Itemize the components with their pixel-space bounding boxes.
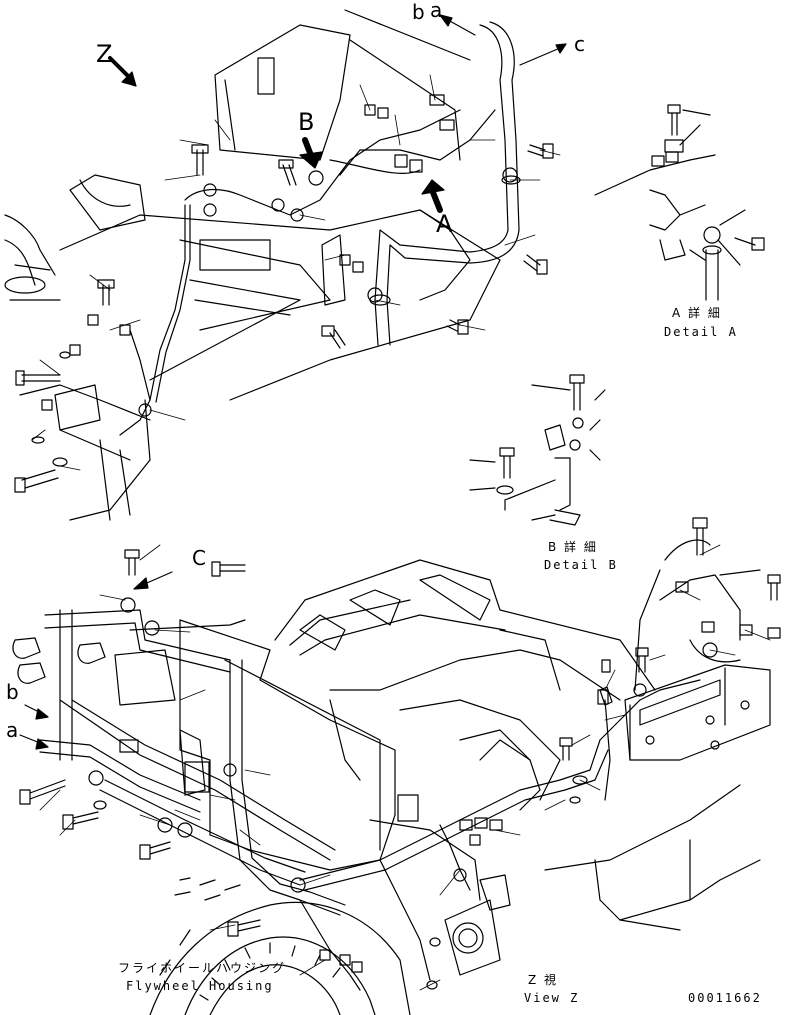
- flywheel-housing: [149, 901, 411, 1015]
- lower-arrows: [19, 571, 173, 750]
- callout-b-lower: b: [6, 680, 19, 704]
- lower-clamps: [88, 597, 718, 893]
- callout-z: Z: [96, 40, 113, 68]
- callout-c-lower: C: [192, 546, 206, 570]
- lower-pipe-runs: [39, 609, 346, 916]
- left-pipe-elbow: [4, 174, 146, 301]
- right-cover-box: [624, 664, 771, 761]
- drawing-number: 00011662: [688, 991, 762, 1005]
- detail-a-title-jp: A 詳 細: [672, 306, 722, 320]
- flywheel-label-en: Flywheel Housing: [126, 979, 274, 993]
- detail-b-title-en: Detail B: [544, 558, 618, 572]
- detail-b-drawing: [469, 374, 606, 526]
- detail-a-title-en: Detail A: [664, 325, 738, 339]
- upper-bolts: [14, 143, 554, 493]
- callout-b-view: B: [298, 108, 315, 136]
- lower-cover-plate: [114, 619, 419, 871]
- view-z-label-en: View Z: [524, 991, 580, 1005]
- detail-b-title-jp: B 詳 細: [548, 540, 598, 554]
- lower-harness: [299, 539, 761, 991]
- callout-a-view: A: [436, 210, 453, 238]
- view-arrows: [108, 14, 567, 213]
- lower-engine-block: [274, 559, 761, 931]
- callout-c-top: c: [574, 32, 585, 56]
- upper-bracket-plate: [214, 9, 471, 161]
- upper-connectors: [41, 94, 455, 431]
- exhaust-flange: [444, 874, 511, 976]
- upper-clamps: [138, 167, 518, 417]
- callout-a-top: a: [430, 0, 443, 22]
- upper-engine-deck: [19, 209, 501, 521]
- detail-a-drawing: [594, 104, 765, 301]
- view-z-label-jp: Z 視: [528, 973, 559, 987]
- callout-b-top: b: [412, 0, 425, 24]
- flywheel-label-jp: フライホイールハウジング: [118, 961, 287, 975]
- main-vertical-pipe: [369, 21, 521, 346]
- lower-leaders: [39, 544, 771, 991]
- callout-a-lower: a: [6, 718, 19, 742]
- lower-bolts: [19, 517, 781, 937]
- upper-leaders: [31, 74, 561, 471]
